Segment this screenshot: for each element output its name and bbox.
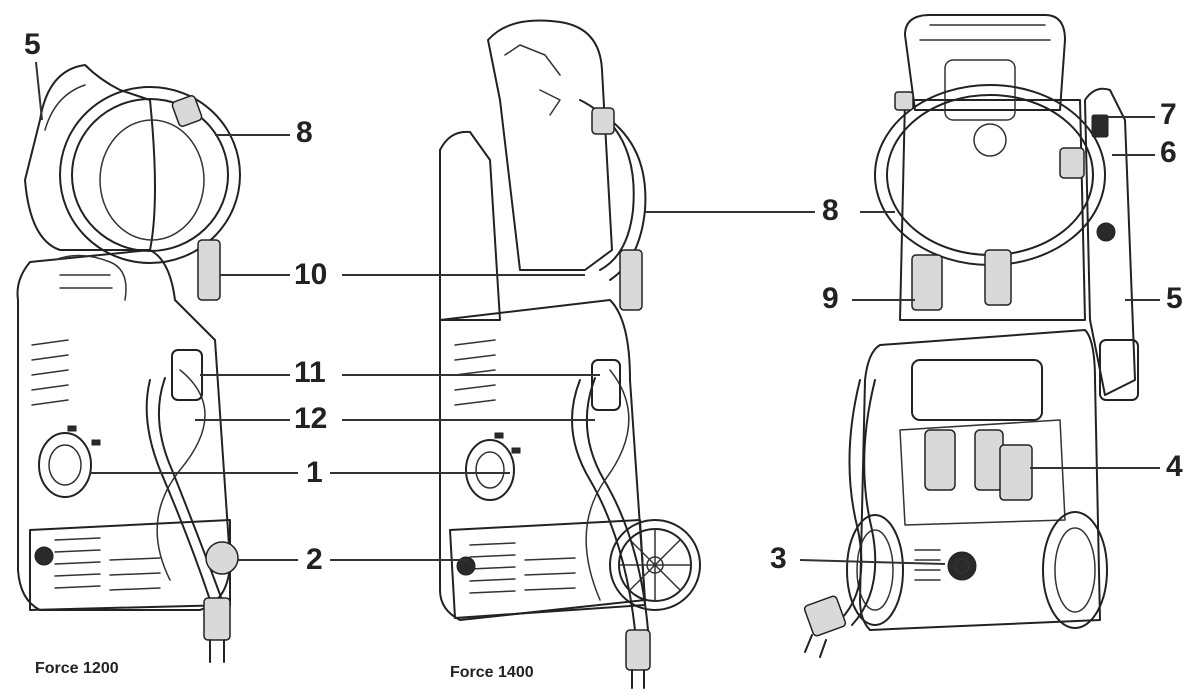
callout-1: 1 <box>306 456 323 489</box>
callout-5-right: 5 <box>1166 282 1183 315</box>
callout-12: 12 <box>294 402 328 435</box>
washer-rear-view <box>803 14 1139 658</box>
callout-8-right: 8 <box>822 194 839 227</box>
leader-lines <box>35 61 1160 565</box>
model-caption-force-1200: Force 1200 <box>35 660 119 677</box>
callout-2: 2 <box>306 543 323 576</box>
callout-6: 6 <box>1160 136 1177 169</box>
washer-force-1400 <box>439 19 701 689</box>
callout-9: 9 <box>822 282 839 315</box>
model-caption-force-1400: Force 1400 <box>450 664 534 681</box>
callout-10: 10 <box>294 258 328 291</box>
washer-force-1200 <box>16 64 241 663</box>
callout-11: 11 <box>294 356 326 389</box>
callout-4: 4 <box>1166 450 1183 483</box>
callout-8-left: 8 <box>296 116 313 149</box>
callout-7: 7 <box>1160 98 1177 131</box>
callout-5-left: 5 <box>24 28 41 61</box>
callout-3: 3 <box>770 542 787 575</box>
